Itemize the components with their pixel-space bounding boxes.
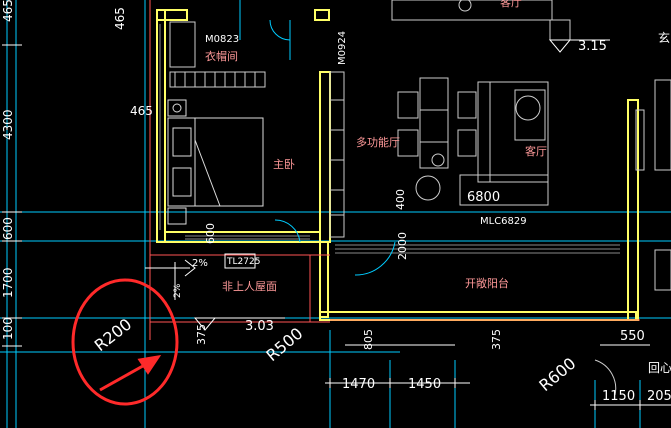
slope-main: 2% — [192, 258, 208, 269]
annotation-circle — [71, 278, 179, 406]
closet-furniture — [169, 21, 266, 88]
left-dim-ticks — [2, 44, 22, 347]
dim-left-465: 465 — [1, 0, 15, 22]
annotation-arrow-head — [137, 354, 162, 375]
radius-r600: R600 — [535, 354, 579, 395]
dim-left-4300: 4300 — [1, 109, 15, 140]
level-living: 3.15 — [578, 39, 607, 54]
bed — [167, 99, 264, 225]
walls — [156, 9, 639, 321]
dim-1150: 1150 — [602, 389, 635, 404]
slope-small: 2% — [173, 283, 183, 298]
edge-text-right-bottom: 回心 — [648, 361, 671, 375]
dim-left-600: 600 — [1, 217, 15, 240]
level-roof: 3.03 — [245, 319, 274, 334]
room-multi-hall: 多功能厅 — [356, 135, 400, 149]
room-master-bedroom: 主卧 — [273, 158, 295, 171]
room-balcony: 开敞阳台 — [465, 276, 509, 290]
room-no-roof: 非上人屋面 — [222, 280, 277, 293]
slope-arrow — [145, 253, 256, 300]
wardrobe-column — [329, 71, 345, 238]
dim-550: 550 — [620, 329, 645, 344]
dim-left-100: 100 — [1, 317, 15, 340]
room-closet: 衣帽间 — [205, 49, 238, 63]
dim-1450: 1450 — [408, 377, 441, 392]
dim-2000: 2000 — [396, 232, 409, 260]
text-layer: 465 4300 600 1700 100 465 M0823 M0924 ML… — [1, 0, 671, 404]
dim-6800: 6800 — [467, 190, 500, 205]
door-tag-m0924: M0924 — [337, 31, 348, 65]
door-tag-mlc6829: MLC6829 — [480, 216, 527, 227]
dim-375-left: 375 — [195, 324, 208, 345]
door-tag-m0823: M0823 — [205, 34, 239, 45]
dim-1470: 1470 — [342, 377, 375, 392]
dim-400: 400 — [394, 189, 407, 210]
dim-top-465: 465 — [113, 7, 127, 30]
living-furniture — [391, 0, 571, 206]
dim-375-right: 375 — [490, 329, 503, 350]
slope-tag: TL2725 — [226, 257, 260, 267]
finish-lines — [149, 0, 640, 340]
red-annotation — [71, 278, 179, 406]
door-swings — [269, 19, 396, 276]
room-top-right: 客厅 — [500, 0, 522, 9]
edge-text-right-top: 玄 — [658, 30, 670, 45]
radius-r200: R200 — [91, 315, 136, 356]
dim-205: 205 — [647, 389, 671, 404]
dim-600-vert: 600 — [204, 223, 217, 244]
dim-465-inner: 465 — [130, 104, 153, 118]
dim-805: 805 — [362, 329, 375, 350]
dim-left-1700: 1700 — [1, 267, 15, 298]
right-fixtures — [594, 79, 671, 396]
wall-hatch — [159, 24, 620, 254]
level-markers — [193, 39, 610, 331]
annotation-arrow-shaft — [99, 360, 151, 392]
bottom-dims — [325, 344, 671, 410]
room-living: 客厅 — [525, 144, 547, 158]
